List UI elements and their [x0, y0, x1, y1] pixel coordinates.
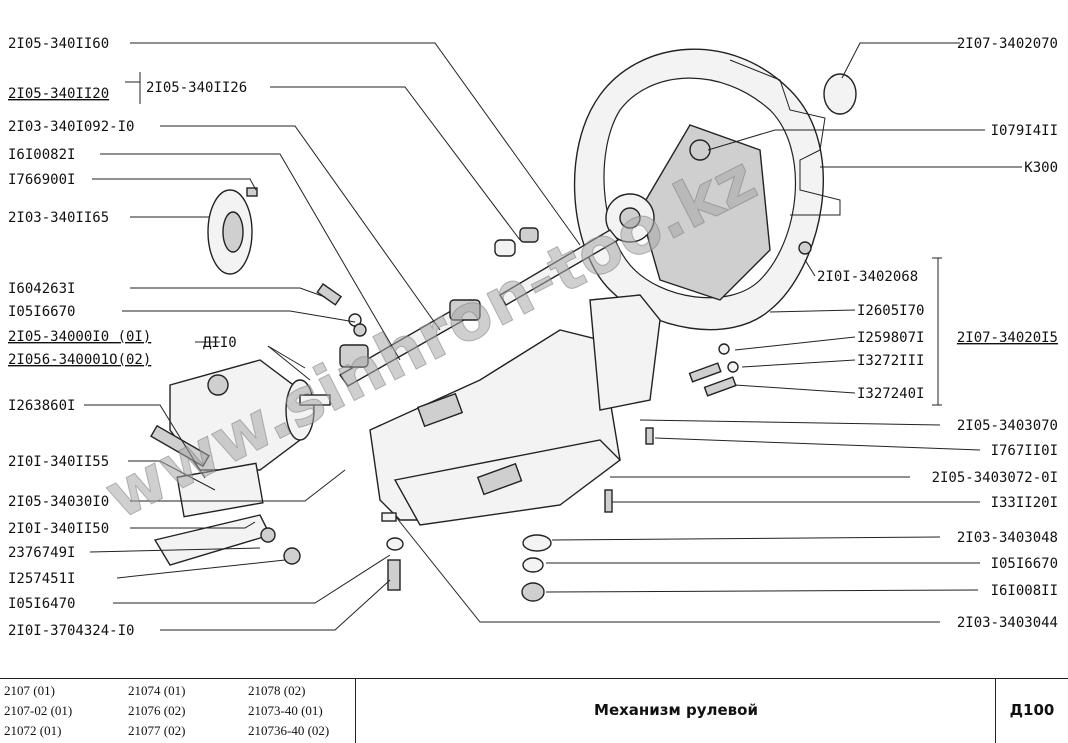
model-cell: 21078 (02) — [248, 683, 306, 698]
model-cell: 21074 (01) — [128, 683, 186, 698]
part-label: 2I05-3403070 — [957, 418, 1058, 434]
part-label: I767II0I — [991, 443, 1058, 459]
part-label: 2I05-340II20 — [8, 86, 109, 102]
part-label: 2I0I-3704324-I0 — [8, 623, 134, 639]
part-label: 2I05-34030I0 — [8, 494, 109, 510]
model-cell: 2107-02 (01) — [4, 703, 73, 718]
part-label: I257451I — [8, 571, 75, 587]
steering-wheel-spoke-outline — [729, 59, 841, 216]
part-label: 2I07-34020I5 — [957, 330, 1058, 346]
part-label: 2I03-3403044 — [957, 615, 1058, 631]
flange-plate — [207, 187, 258, 275]
hardware-bottom — [381, 512, 404, 591]
part-label: 2I056-340001O(02) — [8, 352, 151, 368]
part-label: I6I008II — [991, 583, 1058, 599]
labels-left: 2I05-340II60 2I05-340II20 2I03-340I092-I… — [8, 36, 247, 639]
part-label: I079I4II — [991, 123, 1058, 139]
part-label: I6I0082I — [8, 147, 75, 163]
diagram-title: Механизм рулевой — [594, 701, 758, 719]
part-label: 2I07-3402070 — [957, 36, 1058, 52]
steering-wheel — [573, 48, 824, 331]
part-label-inner: 2I05-340II26 — [146, 80, 247, 96]
leader-lines — [84, 42, 1022, 631]
part-label: I05I6470 — [8, 596, 75, 612]
part-label: I259807I — [857, 330, 924, 346]
steering-gearbox — [150, 359, 331, 566]
part-label: 2376749I — [8, 545, 75, 561]
model-cell: 210736-40 (02) — [248, 723, 330, 738]
part-label: I766900I — [8, 172, 75, 188]
column-bracket — [369, 294, 661, 526]
part-label-d110: ДII0 — [203, 335, 237, 351]
footer-divider — [995, 679, 996, 743]
model-cell: 21072 (01) — [4, 723, 62, 738]
labels-right: 2I07-3402070 I079I4II K300 2I0I-3402068 … — [817, 36, 1058, 631]
model-cell: 2107 (01) — [4, 683, 55, 698]
model-cell: 21077 (02) — [128, 723, 186, 738]
intermediate-shaft — [338, 299, 481, 387]
footer-table: 2107 (01) 21074 (01) 21078 (02) 2107-02 … — [0, 678, 1068, 743]
part-label: I33II20I — [991, 495, 1058, 511]
part-label: 2I0I-340II50 — [8, 521, 109, 537]
part-label: I604263I — [8, 281, 75, 297]
part-label: 2I05-340II60 — [8, 36, 109, 52]
footer-divider — [355, 679, 356, 743]
upper-shaft — [494, 227, 620, 306]
part-label: 2I03-3403048 — [957, 530, 1058, 546]
part-label: I3272III — [857, 353, 924, 369]
bolts-left — [316, 283, 367, 337]
part-label: I05I6670 — [8, 304, 75, 320]
model-cell: 21076 (02) — [128, 703, 186, 718]
horn-button — [823, 73, 857, 115]
part-label: 2I03-340II65 — [8, 210, 109, 226]
model-cell: 21073-40 (01) — [248, 703, 323, 718]
page-code: Д100 — [1009, 701, 1055, 719]
part-label: 2I05-34000I0 (0I) — [8, 329, 151, 345]
part-label: I05I6670 — [991, 556, 1058, 572]
part-label: I327240I — [857, 386, 924, 402]
part-label: I263860I — [8, 398, 75, 414]
part-label: 2I0I-340II55 — [8, 454, 109, 470]
part-label: I2605I70 — [857, 303, 924, 319]
part-label: 2I0I-3402068 — [817, 269, 918, 285]
part-label: 2I05-3403072-0I — [932, 470, 1058, 486]
part-label: K300 — [1024, 160, 1058, 176]
part-label: 2I03-340I092-I0 — [8, 119, 134, 135]
hardware-right — [521, 343, 739, 602]
